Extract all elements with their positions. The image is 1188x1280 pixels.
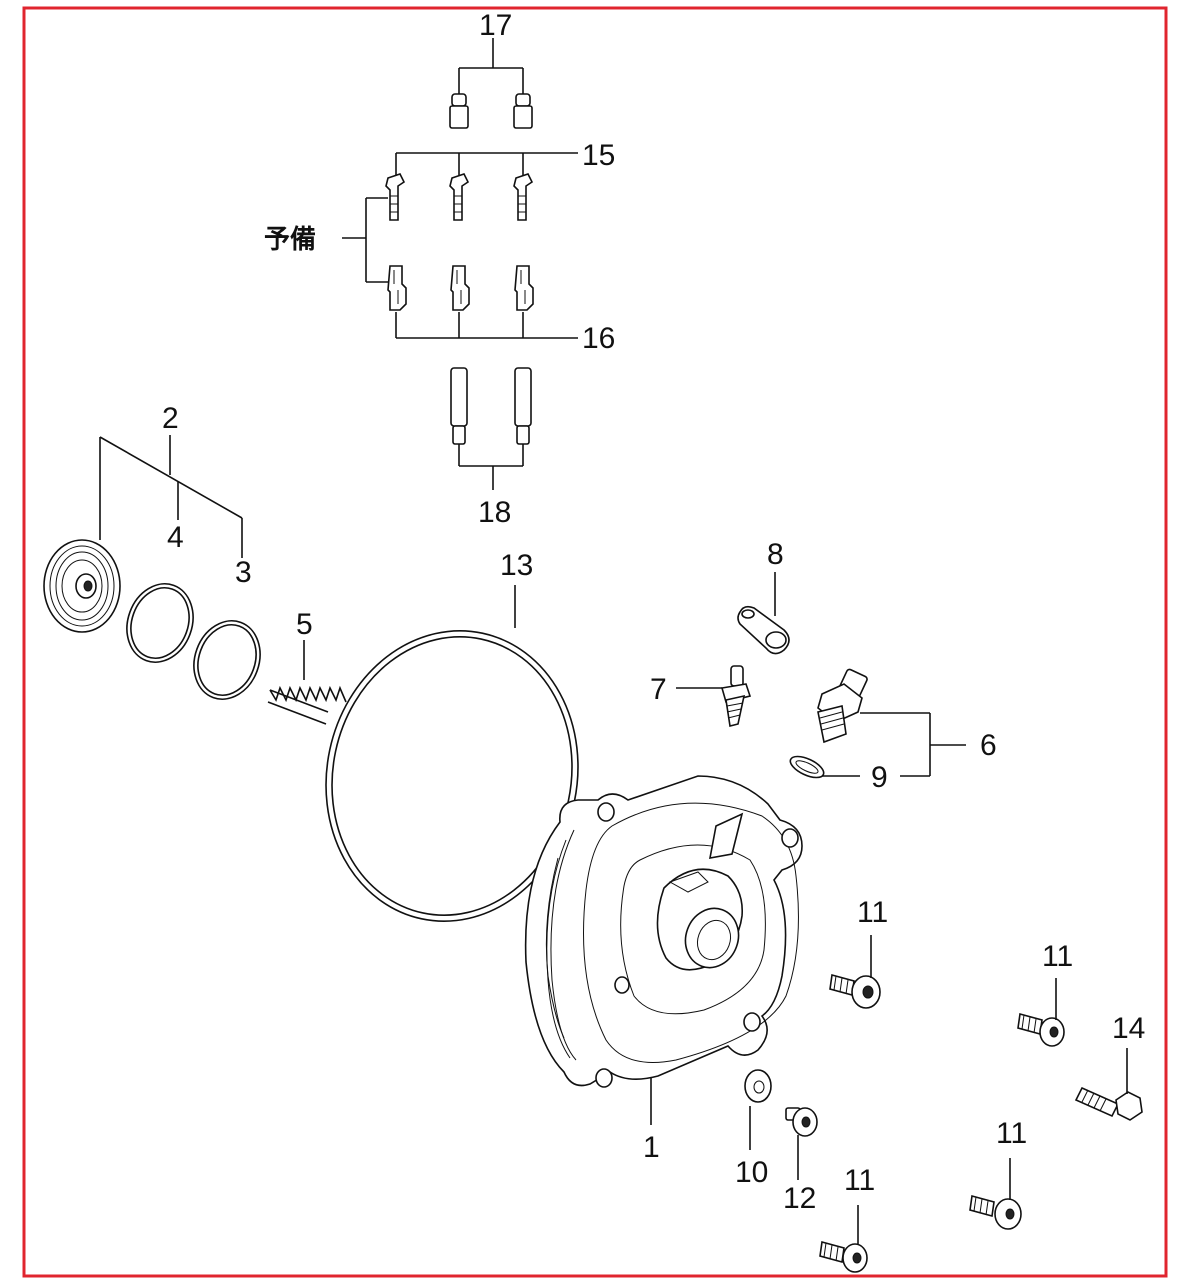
part-6-fitting bbox=[817, 668, 868, 744]
label-11a: 11 bbox=[857, 896, 888, 929]
label-16: 16 bbox=[582, 322, 615, 355]
part-12-plug bbox=[785, 1107, 818, 1137]
part-16-terminals bbox=[387, 265, 578, 339]
label-6: 6 bbox=[980, 729, 997, 762]
label-17: 17 bbox=[479, 9, 512, 42]
label-11d: 11 bbox=[844, 1164, 875, 1197]
part-9-washer bbox=[789, 755, 825, 779]
part-15-terminals bbox=[385, 152, 578, 221]
spare-bracket bbox=[342, 197, 388, 283]
part-2-piston bbox=[43, 539, 121, 633]
part-7-bleeder-screw bbox=[720, 665, 752, 727]
label-3: 3 bbox=[235, 556, 252, 589]
part-6-leader bbox=[822, 712, 966, 777]
label-9: 9 bbox=[871, 761, 888, 794]
label-11c: 11 bbox=[996, 1117, 1027, 1150]
label-7: 7 bbox=[650, 673, 667, 706]
label-spare: 予備 bbox=[264, 224, 316, 255]
part-11-bolt-a bbox=[829, 973, 881, 1009]
label-1: 1 bbox=[643, 1131, 660, 1164]
part-10-washer bbox=[744, 1069, 772, 1103]
part-11-bolt-b bbox=[1017, 1012, 1065, 1047]
part-17-connector-pins bbox=[449, 38, 533, 129]
part-1-cover bbox=[524, 775, 803, 1088]
part-11-bolt-c bbox=[969, 1194, 1022, 1230]
label-12: 12 bbox=[783, 1182, 816, 1215]
label-10: 10 bbox=[735, 1156, 768, 1189]
part-5-spring bbox=[267, 685, 347, 725]
part-14-hex-bolt bbox=[1074, 1086, 1143, 1121]
part-3-o-ring bbox=[193, 620, 261, 700]
label-5: 5 bbox=[296, 608, 313, 641]
label-15: 15 bbox=[582, 139, 615, 172]
part-18-sleeve-pins bbox=[450, 367, 532, 490]
part-8-bleeder-cap bbox=[737, 605, 790, 655]
part-11-bolt-d bbox=[819, 1240, 868, 1273]
part-2-leader bbox=[99, 435, 243, 558]
label-18: 18 bbox=[478, 496, 511, 529]
label-8: 8 bbox=[767, 538, 784, 571]
label-11b: 11 bbox=[1042, 940, 1073, 973]
label-2: 2 bbox=[162, 402, 179, 435]
label-13: 13 bbox=[500, 549, 533, 582]
label-4: 4 bbox=[167, 521, 184, 554]
frame-border bbox=[22, 6, 1168, 1278]
label-14: 14 bbox=[1112, 1012, 1145, 1045]
part-4-o-ring bbox=[126, 583, 194, 663]
